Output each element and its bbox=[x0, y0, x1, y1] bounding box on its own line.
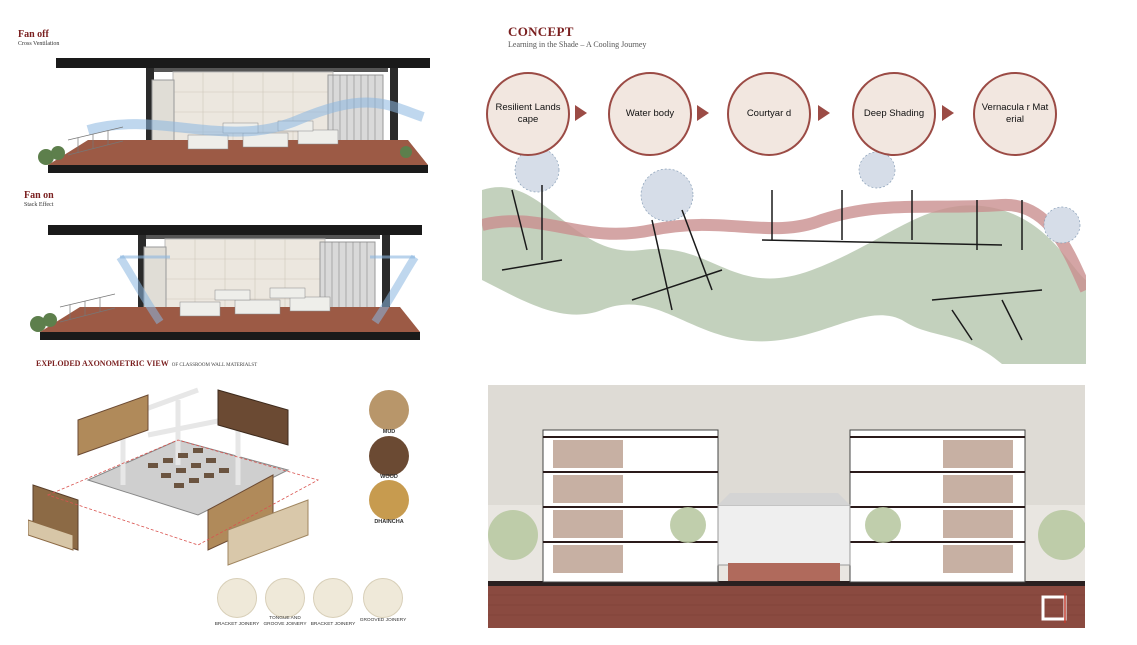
mud-label: MUD bbox=[382, 429, 396, 435]
arrow-icon-2 bbox=[697, 105, 709, 121]
arrow-icon-4 bbox=[942, 105, 954, 121]
dhaincha-swatch bbox=[369, 480, 409, 520]
joinery-label-1: BRACKET JOINERY bbox=[214, 622, 260, 627]
exploded-axonometric-drawing bbox=[28, 387, 320, 566]
fan-off-title: Fan off bbox=[18, 29, 49, 40]
concept-step-deep-shading: Deep Shading bbox=[852, 72, 936, 156]
concept-step-water-body: Water body bbox=[608, 72, 692, 156]
fan-off-subtitle: Cross Ventilation bbox=[18, 41, 60, 47]
wood-label: WOOD bbox=[380, 474, 398, 480]
bracket-joinery-icon-2 bbox=[313, 578, 353, 618]
arrow-icon bbox=[575, 105, 587, 121]
fan-on-section-drawing bbox=[30, 225, 422, 340]
arrow-icon-3 bbox=[818, 105, 830, 121]
grooved-joinery-icon bbox=[363, 578, 403, 618]
fan-on-subtitle: Stack Effect bbox=[24, 202, 54, 208]
joinery-label-3: BRACKET JOINERY bbox=[310, 622, 356, 627]
concept-sketch bbox=[482, 150, 1086, 364]
exploded-subtitle: OF CLASSROOM WALL MATERIALST bbox=[171, 363, 258, 368]
fan-on-title: Fan on bbox=[24, 190, 54, 201]
mud-swatch bbox=[369, 390, 409, 430]
concept-title: CONCEPT bbox=[508, 24, 574, 39]
exploded-title-text: EXPLODED AXONOMETRIC VIEW bbox=[36, 359, 169, 368]
concept-subtitle: Learning in the Shade – A Cooling Journe… bbox=[508, 40, 647, 49]
concept-step-resilient-landscape: Resilient Landscape bbox=[486, 72, 570, 156]
bracket-joinery-icon bbox=[217, 578, 257, 618]
joinery-label-2: TONGUE AND GROOVE JOINERY bbox=[263, 616, 307, 627]
dhaincha-label: DHAINCHA bbox=[374, 519, 404, 525]
building-section-render bbox=[488, 385, 1085, 628]
joinery-label-4: GROOVED JOINERY bbox=[359, 618, 407, 623]
wood-swatch bbox=[369, 436, 409, 476]
fan-off-section-drawing bbox=[38, 58, 430, 173]
concept-step-courtyard: Courtyar d bbox=[727, 72, 811, 156]
tongue-groove-joinery-icon bbox=[265, 578, 305, 618]
concept-step-vernacular-material: Vernacula r Material bbox=[973, 72, 1057, 156]
